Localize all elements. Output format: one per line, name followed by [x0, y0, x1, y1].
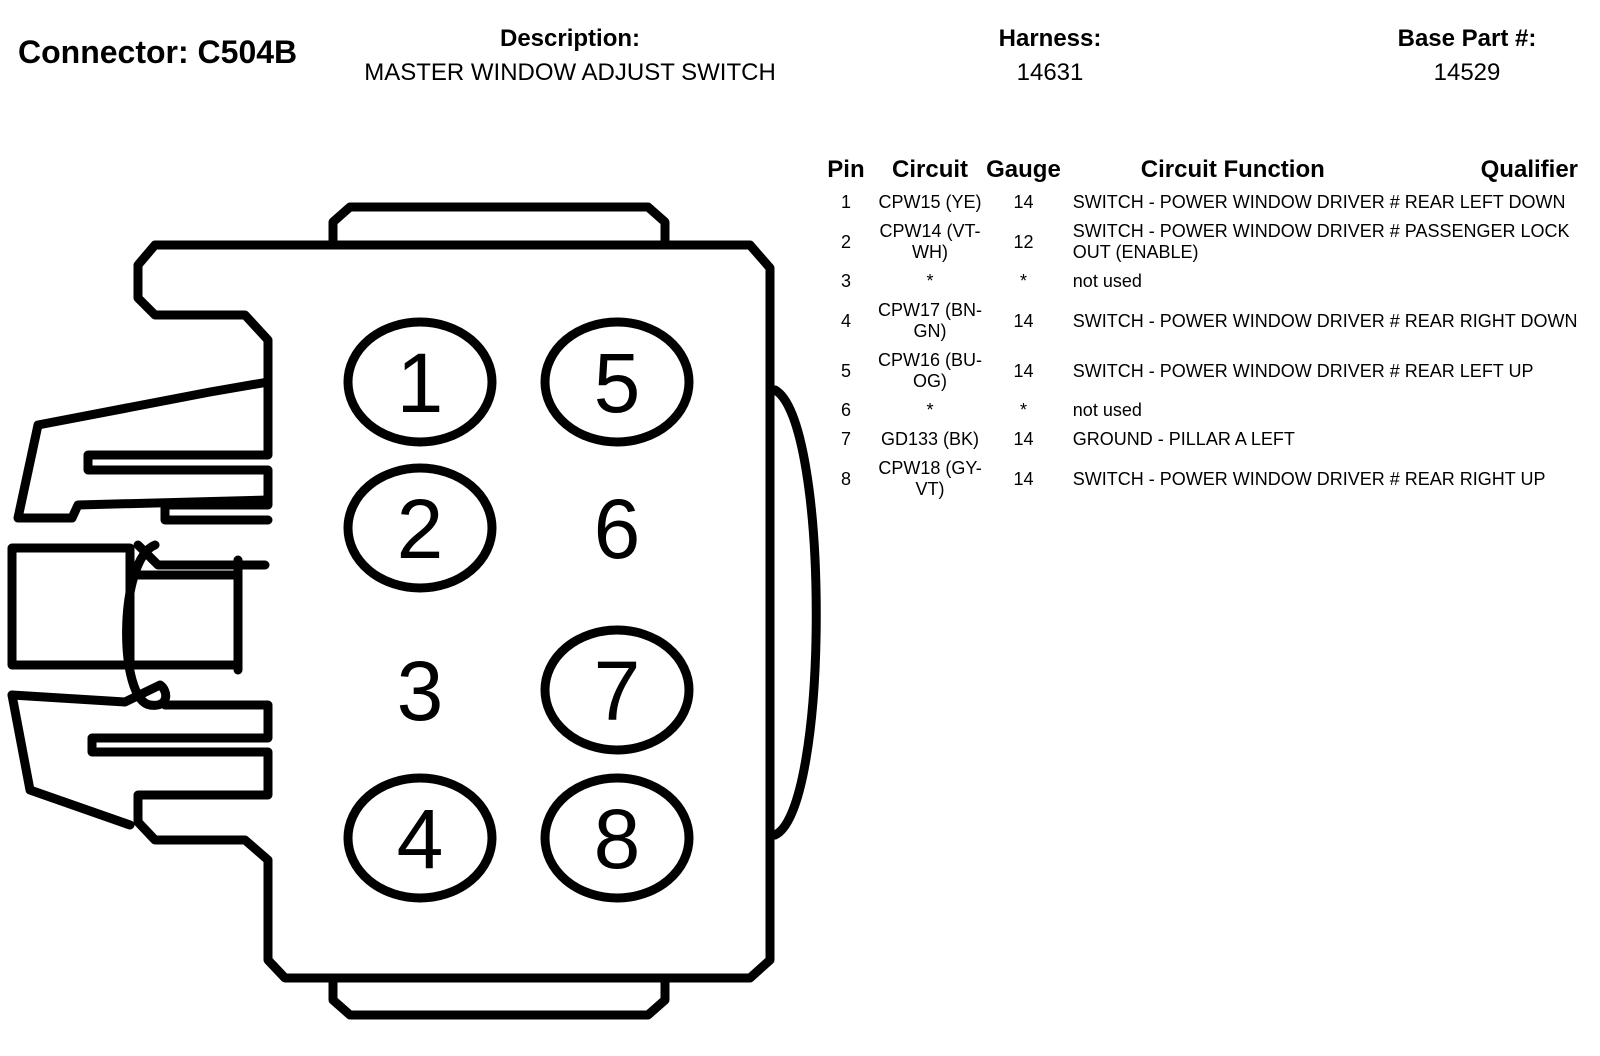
table-row: 4 CPW17 (BN-GN) 14 SWITCH - POWER WINDOW DR…: [818, 296, 1578, 346]
description-label: Description:: [499, 25, 640, 52]
circuit-cell: CPW17 (BN-GN): [878, 300, 983, 341]
connector-left-lock-frame: [7, 543, 135, 670]
connector-left-lock-lower: [7, 690, 135, 830]
pin-4-ring: [343, 773, 497, 903]
gauge-cell: 14: [1013, 360, 1034, 381]
table-row: 6 * * not used: [818, 396, 1578, 425]
pin-5-ring: [540, 317, 694, 447]
pin-4-label: 4: [397, 792, 444, 886]
pin-2-label: 2: [397, 482, 444, 576]
header-circuit-function: Circuit Function Qualifier: [1061, 152, 1578, 188]
circuit-cell: *: [926, 400, 934, 420]
base-part-label: Base Part #:: [1397, 25, 1537, 52]
function-cell: not used: [1072, 400, 1142, 420]
function-cell: not used: [1072, 271, 1142, 291]
function-cell: SWITCH - POWER WINDOW DRIVER # REAR RIGH…: [1072, 468, 1546, 489]
pin-7-label: 7: [594, 644, 641, 738]
circuit-cell: CPW18 (GY-VT): [878, 458, 982, 499]
function-cell: SWITCH - POWER WINDOW DRIVER # REAR RIGH…: [1072, 310, 1578, 331]
gauge-cell: *: [1019, 400, 1027, 420]
header-qualifier: Qualifier: [1480, 156, 1578, 183]
circuit-cell: CPW16 (BU-OG): [878, 350, 983, 391]
table-row: 2 CPW14 (VT-WH) 12 SWITCH - POWER WINDOW DR…: [818, 217, 1578, 267]
connector-left-lock-bar: [125, 555, 243, 675]
table-row: 8 CPW18 (GY-VT) 14 SWITCH - POWER WINDOW DR…: [818, 454, 1578, 504]
pin-1-ring: [343, 317, 497, 447]
pin-8-ring: [540, 773, 694, 903]
connector-title: Connector: C504B: [18, 34, 298, 70]
pin-cell: 8: [840, 468, 851, 489]
gauge-cell: 14: [1013, 468, 1034, 489]
header-circuit: Circuit: [892, 156, 969, 183]
gauge-cell: 14: [1013, 310, 1034, 331]
circuit-cell: *: [926, 271, 934, 291]
pin-group: 1 2 3 4 5 6 7 8: [343, 317, 694, 903]
function-cell: SWITCH - POWER WINDOW DRIVER # REAR LEFT…: [1072, 360, 1534, 381]
pin-7-ring: [540, 625, 694, 755]
gauge-cell: *: [1019, 271, 1027, 291]
connector-bottom-tab: [328, 973, 670, 1020]
table-row: 7 GD133 (BK) 14 GROUND - PILLAR A LEFT: [818, 425, 1578, 454]
harness-block: Harness: 14631: [970, 24, 1130, 90]
description-value: MASTER WINDOW ADJUST SWITCH: [364, 59, 776, 86]
description-block: Description: MASTER WINDOW ADJUST SWITCH: [340, 24, 800, 90]
base-part-block: Base Part #: 14529: [1372, 24, 1562, 90]
pin-cell: 5: [840, 360, 851, 381]
header-pin: Pin: [827, 156, 865, 183]
function-cell: GROUND - PILLAR A LEFT: [1072, 429, 1295, 449]
gauge-cell: 14: [1013, 192, 1034, 212]
connector-left-lock: [13, 377, 273, 523]
harness-value: 14631: [1016, 59, 1084, 86]
base-part-value: 14529: [1433, 59, 1501, 86]
table-row: 5 CPW16 (BU-OG) 14 SWITCH - POWER WINDOW DR…: [818, 346, 1578, 396]
function-cell: SWITCH - POWER WINDOW DRIVER # PASSENGER…: [1072, 221, 1570, 262]
function-cell: SWITCH - POWER WINDOW DRIVER # REAR LEFT…: [1072, 192, 1566, 212]
circuit-cell: GD133 (BK): [881, 429, 980, 449]
pin-cell: 4: [840, 310, 851, 331]
connector-top-tab: [328, 202, 670, 248]
table-header-row: Pin Circuit Gauge Circuit Function Quali…: [818, 152, 1578, 188]
header-gauge: Gauge: [986, 156, 1061, 183]
pin-cell: 7: [840, 429, 851, 449]
header-circuit-function-label: Circuit Function: [1140, 156, 1325, 183]
pin-cell: 3: [840, 271, 851, 291]
circuit-cell: CPW15 (YE): [878, 192, 982, 212]
pin-cell: 6: [840, 400, 851, 420]
gauge-cell: 14: [1013, 429, 1034, 449]
pin-1-label: 1: [397, 336, 444, 430]
connector-diagram: 1 2 3 4 5 6 7 8: [7, 202, 821, 1020]
table-row: 1 CPW15 (YE) 14 SWITCH - POWER WINDOW DRIVE…: [818, 188, 1578, 217]
pin-8-label: 8: [594, 792, 641, 886]
table-row: 3 * * not used: [818, 267, 1578, 296]
connector-left-lock-hook: [7, 540, 171, 710]
pin-2-ring: [343, 463, 497, 593]
pin-5-label: 5: [594, 336, 641, 430]
circuit-cell: CPW14 (VT-WH): [879, 221, 981, 262]
pin-cell: 2: [840, 231, 851, 252]
connector-right-latch: [770, 385, 821, 840]
harness-label: Harness:: [998, 25, 1102, 52]
pin-table: Pin Circuit Gauge Circuit Function Quali…: [818, 152, 1578, 504]
gauge-cell: 12: [1013, 231, 1034, 252]
pin-cell: 1: [840, 192, 851, 212]
pin-3-label: 3: [397, 644, 444, 738]
pin-6-label: 6: [594, 482, 641, 576]
